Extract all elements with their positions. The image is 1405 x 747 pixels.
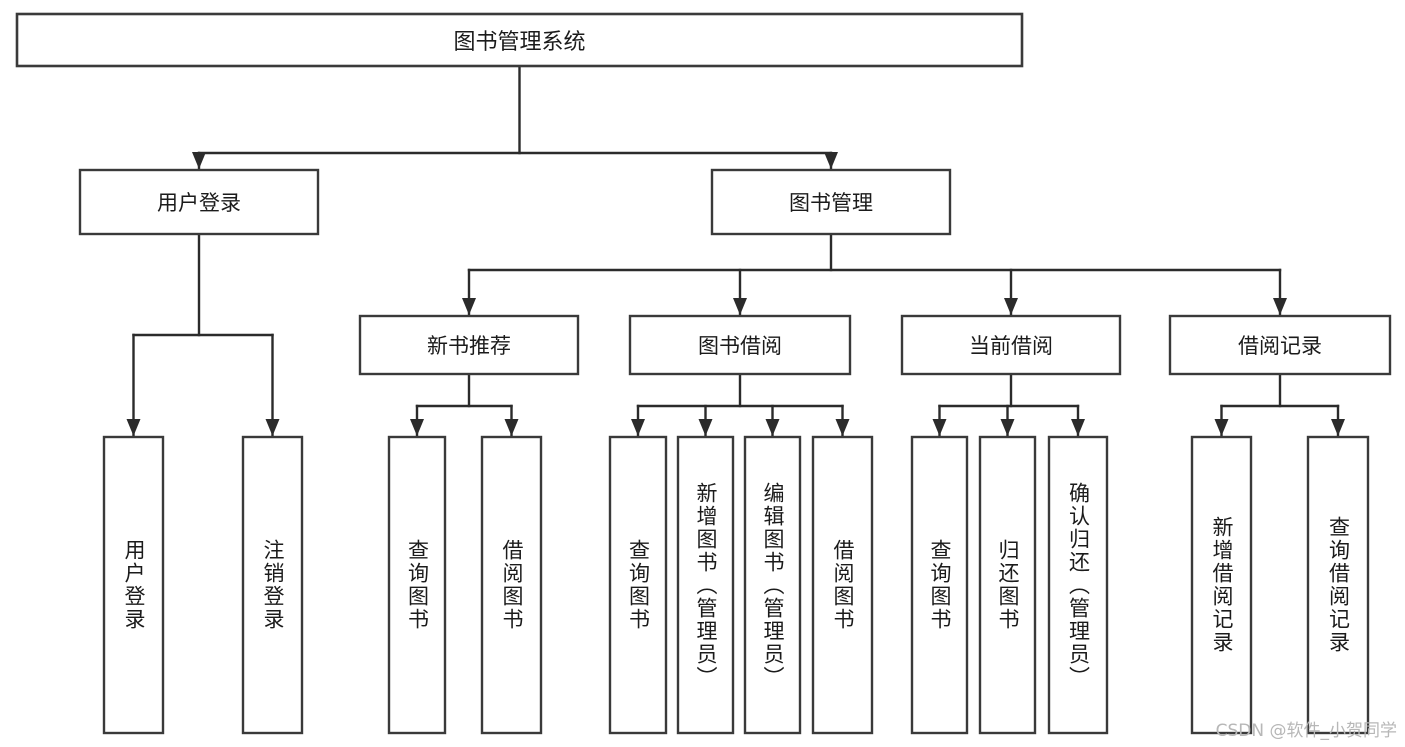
node-box-book-management xyxy=(710,168,952,236)
watermark-text: CSDN @软件_小贺同学 xyxy=(1215,721,1397,741)
node-box-user-login xyxy=(78,168,320,236)
node-box-leaf-add-book-admin xyxy=(676,435,735,735)
node-box-leaf-user-logout xyxy=(241,435,304,735)
connector-layer xyxy=(126,64,1345,437)
arrow-head-icon xyxy=(265,419,280,436)
node-box-root xyxy=(15,12,1024,68)
arrow-head-icon xyxy=(824,152,838,169)
arrow-head-icon xyxy=(410,419,424,436)
arrow-head-icon xyxy=(1071,419,1085,436)
node-box-new-book-recommend xyxy=(358,314,580,376)
node-box-current-borrow xyxy=(900,314,1122,376)
node-box-leaf-user-login xyxy=(102,435,165,735)
arrow-head-icon xyxy=(1214,419,1229,436)
arrow-head-icon xyxy=(835,419,850,436)
arrow-head-icon xyxy=(932,419,947,436)
arrow-head-icon xyxy=(126,419,141,436)
arrow-head-icon xyxy=(698,419,713,436)
node-box-leaf-query-book-2 xyxy=(608,435,668,735)
arrow-head-icon xyxy=(1331,419,1345,436)
node-box-leaf-borrow-book-2 xyxy=(811,435,874,735)
node-box-leaf-add-borrow-record xyxy=(1190,435,1253,735)
arrow-head-icon xyxy=(462,298,476,315)
node-box-book-borrow xyxy=(628,314,852,376)
node-box-leaf-query-book-3 xyxy=(910,435,969,735)
box-layer xyxy=(15,12,1392,735)
node-box-leaf-return-book xyxy=(978,435,1037,735)
arrow-head-icon xyxy=(504,419,519,436)
arrow-head-icon xyxy=(1004,298,1018,315)
node-box-borrow-records xyxy=(1168,314,1392,376)
node-box-leaf-confirm-return-admin xyxy=(1047,435,1109,735)
arrow-head-icon xyxy=(765,419,780,436)
arrow-head-icon xyxy=(631,419,645,436)
arrow-head-icon xyxy=(1000,419,1015,436)
arrow-head-icon xyxy=(192,152,206,169)
arrow-head-icon xyxy=(1273,298,1287,315)
node-box-leaf-borrow-book-1 xyxy=(480,435,543,735)
node-box-leaf-query-book-1 xyxy=(387,435,447,735)
arrow-head-icon xyxy=(733,298,747,315)
node-box-leaf-edit-book-admin xyxy=(743,435,802,735)
node-box-leaf-query-borrow-record xyxy=(1306,435,1370,735)
